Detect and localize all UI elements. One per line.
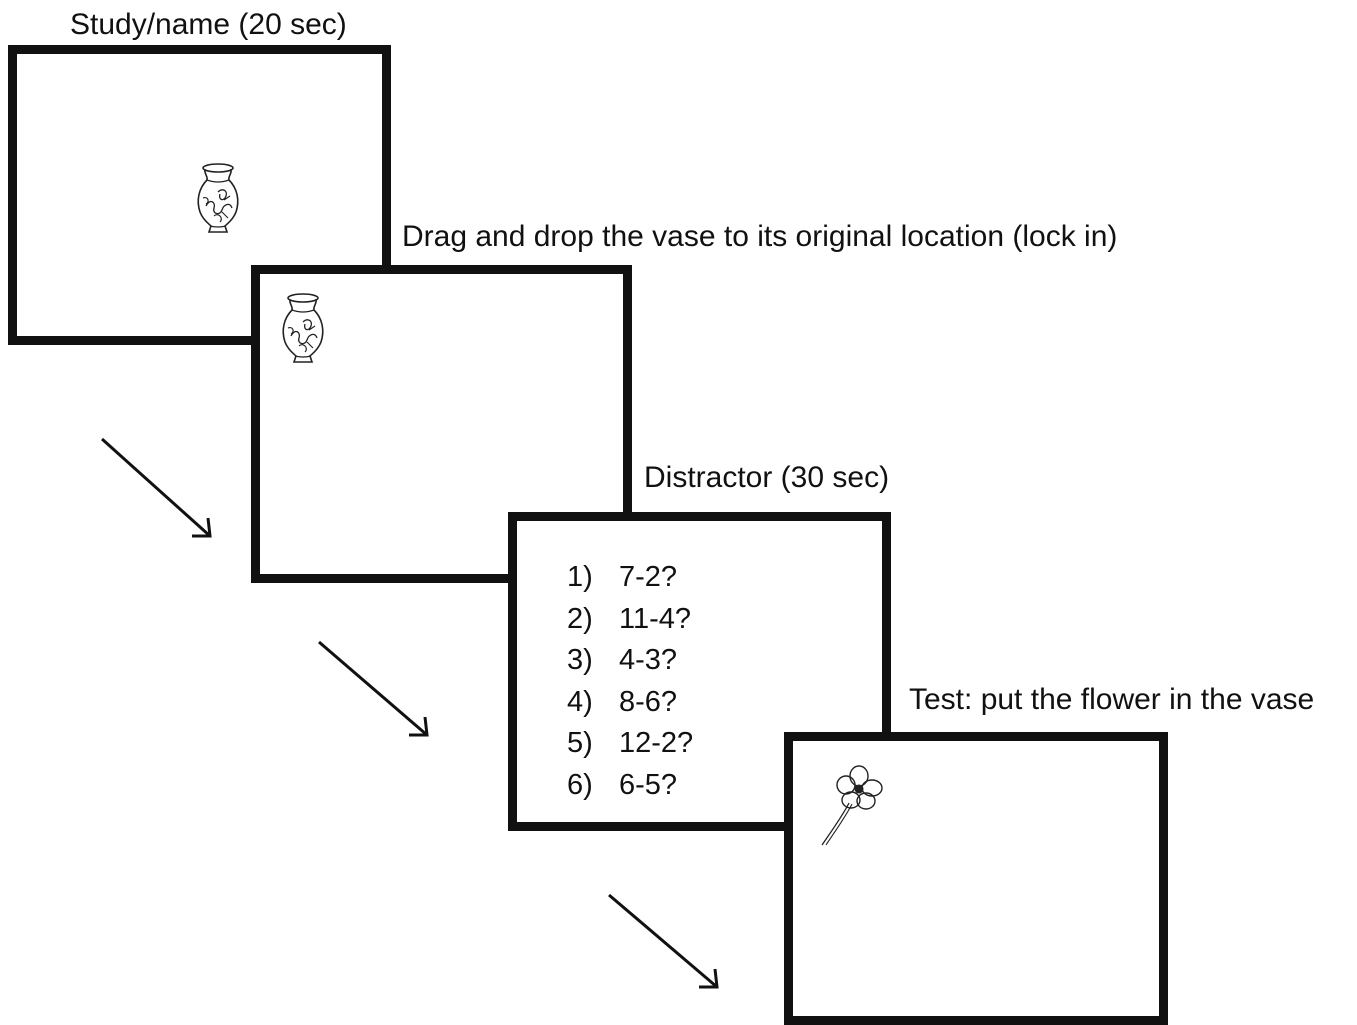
list-item: 5)12-2?: [567, 727, 694, 760]
list-item: 3)4-3?: [567, 644, 678, 677]
step-2-label: Drag and drop the vase to its original l…: [402, 220, 1118, 253]
list-item: 4)8-6?: [567, 685, 678, 718]
test-panel: [784, 732, 1168, 1025]
math-problem-list: 1)7-2? 2)11-4? 3)4-3? 4)8-6? 5)12-2? 6)6…: [567, 557, 693, 806]
drag-drop-panel: [251, 265, 632, 583]
arrow-icon: [608, 893, 719, 989]
list-item: 1)7-2?: [567, 561, 678, 594]
list-item: 2)11-4?: [567, 602, 692, 635]
step-4-label: Test: put the flower in the vase: [909, 683, 1315, 716]
step-3-label: Distractor (30 sec): [644, 461, 890, 494]
study-panel: [8, 45, 391, 345]
arrow-icon: [318, 640, 429, 737]
vase-icon: [282, 293, 324, 363]
list-item: 6)6-5?: [567, 768, 678, 801]
vase-icon: [197, 163, 239, 233]
arrow-icon: [100, 437, 212, 538]
flower-icon: [821, 765, 883, 846]
step-1-label: Study/name (20 sec): [70, 8, 347, 41]
